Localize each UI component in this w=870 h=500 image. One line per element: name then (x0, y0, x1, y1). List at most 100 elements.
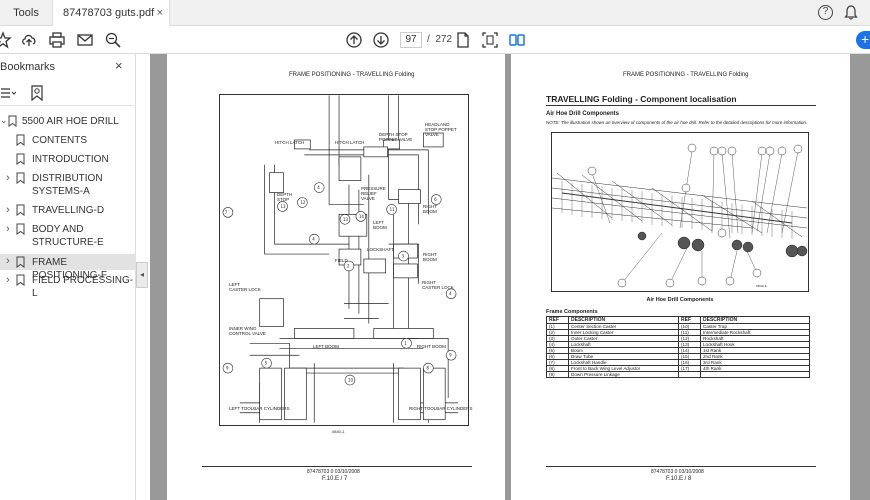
bookmark-label: CONTENTS (32, 135, 87, 146)
zoom-icon[interactable] (104, 31, 122, 49)
bookmark-item[interactable]: INTRODUCTION (0, 153, 136, 167)
title-rule (546, 105, 816, 106)
svg-text:3: 3 (402, 254, 405, 259)
two-page-view-icon[interactable] (508, 31, 526, 49)
expand-arrow-icon[interactable]: › (6, 204, 10, 216)
svg-text:10: 10 (348, 378, 354, 383)
bookmark-label-line2: SYSTEMS-A (32, 186, 90, 197)
pdf-page-left: FRAME POSITIONING - TRAVELLING Folding (167, 54, 505, 500)
bookmark-icon (16, 204, 25, 216)
drill-illustration: 0840-6 (551, 132, 809, 292)
svg-text:11: 11 (390, 207, 396, 212)
table-header-row: REF DESCRIPTION REF DESCRIPTION (546, 316, 810, 324)
footer-page: F.10.E / 7 (322, 476, 348, 482)
schematic-label: LEFT BOOM (373, 220, 387, 230)
close-tab-icon[interactable]: × (156, 7, 163, 19)
bookmark-item-selected[interactable]: › FRAME POSITIONING-F (0, 254, 136, 281)
bookmark-icon (16, 256, 25, 268)
svg-text:13: 13 (343, 217, 349, 222)
bookmark-label: DISTRIBUTION (32, 173, 103, 184)
expand-arrow-icon[interactable]: › (6, 223, 10, 235)
figure-id: 0840-1 (332, 429, 345, 434)
section-title: TRAVELLING Folding - Component localisat… (546, 94, 737, 104)
svg-text:4: 4 (312, 237, 315, 242)
table-cell: Down Pressure Linkage (568, 371, 679, 378)
footer-code: 87478703 0 03/10/2008 (651, 469, 704, 475)
bookmark-item[interactable]: CONTENTS (0, 134, 136, 148)
account-avatar[interactable]: + (856, 31, 870, 49)
email-icon[interactable] (76, 31, 94, 49)
page-number-input[interactable]: 97 (400, 32, 422, 48)
pdf-page-right: FRAME POSITIONING - TRAVELLING Folding T… (511, 54, 850, 500)
page-separator: / (427, 34, 430, 45)
bookmark-label: BODY AND (32, 224, 84, 235)
bookmark-search-icon[interactable] (30, 85, 44, 101)
schematic-label: RIGHT TOOLBAR CYLINDERS (409, 406, 473, 411)
tab-bar: Tools 87478703 guts.pdf (... × ? (0, 0, 870, 45)
column-header: DESCRIPTION (700, 316, 810, 324)
svg-text:8: 8 (426, 366, 429, 371)
tab-tools[interactable]: Tools (13, 7, 39, 19)
bookmark-label: TRAVELLING-D (32, 205, 105, 216)
footer-page: F.10.E / 8 (666, 476, 692, 482)
footer-rule (546, 466, 816, 467)
collapse-panel-handle[interactable]: ◂ (136, 262, 148, 288)
page-header: FRAME POSITIONING - TRAVELLING Folding (289, 72, 415, 78)
bookmark-icon (8, 115, 17, 127)
schematic-label: LOCKSHAFT (367, 247, 395, 252)
toolbar: 97 / 272 (0, 26, 870, 54)
bookmarks-title: Bookmarks (0, 61, 56, 73)
components-table: REF DESCRIPTION REF DESCRIPTION (1)Cente… (546, 316, 810, 378)
schematic-label: RIGHT BOOM (417, 344, 446, 349)
single-page-icon[interactable] (454, 31, 472, 49)
document-viewer[interactable]: FRAME POSITIONING - TRAVELLING Folding (150, 54, 870, 500)
column-header: REF (678, 316, 701, 324)
schematic-label: HEADLAND STOP POPPET VALVE (425, 122, 457, 137)
schematic-label: PRESSURE RELIEF VALVE (361, 186, 386, 201)
list-options-icon[interactable] (0, 86, 16, 100)
bookmark-icon (16, 134, 25, 146)
bookmark-item[interactable]: › FIELD PROCESSING-L (0, 274, 136, 299)
svg-text:6: 6 (434, 197, 437, 202)
bookmark-item[interactable]: › BODY AND STRUCTURE-E (0, 223, 136, 251)
next-page-icon[interactable] (372, 31, 390, 49)
schematic-label: HITCH LATCH (335, 140, 365, 145)
help-icon[interactable]: ? (818, 5, 833, 20)
expand-arrow-icon[interactable]: › (6, 274, 10, 286)
drill-illustration-drawing: 0840-6 (551, 143, 808, 288)
table-row: (4)Lockshaft(13)Lockshaft Hook (546, 341, 810, 348)
schematic-label: FIELD (335, 258, 348, 263)
expand-arrow-icon[interactable]: › (6, 255, 10, 267)
bookmark-item[interactable]: ⌄ 5500 AIR HOE DRILL (0, 115, 136, 129)
previous-page-icon[interactable] (345, 31, 363, 49)
bookmark-label-line2: STRUCTURE-E (32, 237, 104, 248)
bookmark-icon (16, 223, 25, 235)
close-panel-icon[interactable]: × (115, 58, 123, 73)
bookmark-item[interactable]: › DISTRIBUTION SYSTEMS-A (0, 172, 136, 200)
collapse-arrow-icon[interactable]: ⌄ (0, 115, 8, 125)
bell-icon[interactable] (844, 5, 858, 20)
schematic-label: LEFT CASTER LOCK (229, 282, 261, 292)
upload-cloud-icon[interactable] (20, 31, 38, 49)
expand-arrow-icon[interactable]: › (6, 172, 10, 184)
bookmarks-panel: Bookmarks × ⌄ 5500 AIR HOE DRILL CONTENT… (0, 54, 136, 500)
star-icon[interactable] (0, 31, 12, 49)
schematic-label: LEFT TOOLBAR CYLINDERS (229, 406, 290, 411)
bookmark-item[interactable]: › TRAVELLING-D (0, 204, 136, 218)
svg-text:9: 9 (449, 353, 452, 358)
fit-page-icon[interactable] (481, 31, 499, 49)
svg-text:13: 13 (281, 204, 287, 209)
bookmark-icon (16, 274, 25, 286)
bookmark-icon (16, 153, 25, 165)
note-text: NOTE: The illustration shows an overview… (546, 120, 808, 125)
page-total-value: 272 (435, 34, 453, 45)
table-title: Frame Components (546, 309, 598, 315)
table-cell: (9) (546, 371, 569, 378)
svg-text:9: 9 (226, 366, 229, 371)
page-header: FRAME POSITIONING - TRAVELLING Folding (623, 72, 749, 78)
svg-text:7: 7 (225, 210, 228, 215)
svg-text:14: 14 (359, 214, 365, 219)
print-icon[interactable] (48, 31, 66, 49)
bookmark-label: FRAME POSITIONING-F (32, 257, 107, 281)
tab-document[interactable]: 87478703 guts.pdf (... × (52, 0, 170, 45)
